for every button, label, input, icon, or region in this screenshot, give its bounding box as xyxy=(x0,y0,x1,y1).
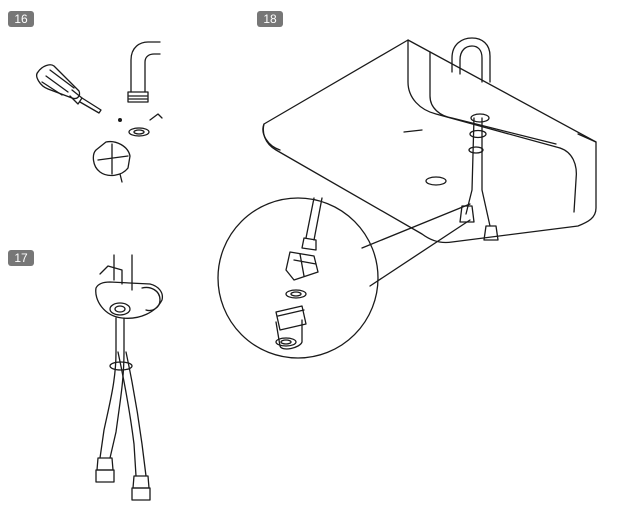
magnifier-circle-icon xyxy=(217,197,379,359)
seal-ring-icon xyxy=(275,337,297,347)
step-17-illustration xyxy=(95,254,164,501)
faucet-spout-icon xyxy=(451,37,491,83)
basin-hose-icon xyxy=(459,113,499,241)
washer-detail-icon xyxy=(285,289,307,299)
o-ring-icon xyxy=(109,361,133,371)
step-16-illustration xyxy=(36,41,163,183)
screwdriver-icon xyxy=(36,64,102,114)
leader-line-1 xyxy=(361,203,471,249)
step-16-badge: 16 xyxy=(8,11,34,27)
nut-icon xyxy=(285,197,323,281)
step-18-illustration xyxy=(217,37,597,359)
washer-icon xyxy=(128,113,163,137)
step-17-badge: 17 xyxy=(8,250,34,266)
pipe-icon xyxy=(127,41,161,103)
leader-line-2 xyxy=(369,219,471,287)
basin-icon xyxy=(262,39,597,244)
hose-pair-icon xyxy=(95,317,151,501)
adapter-icon xyxy=(275,305,307,350)
step-18-badge: 18 xyxy=(257,11,283,27)
cap-nut-icon xyxy=(92,140,131,183)
mixer-body-icon xyxy=(95,254,164,319)
